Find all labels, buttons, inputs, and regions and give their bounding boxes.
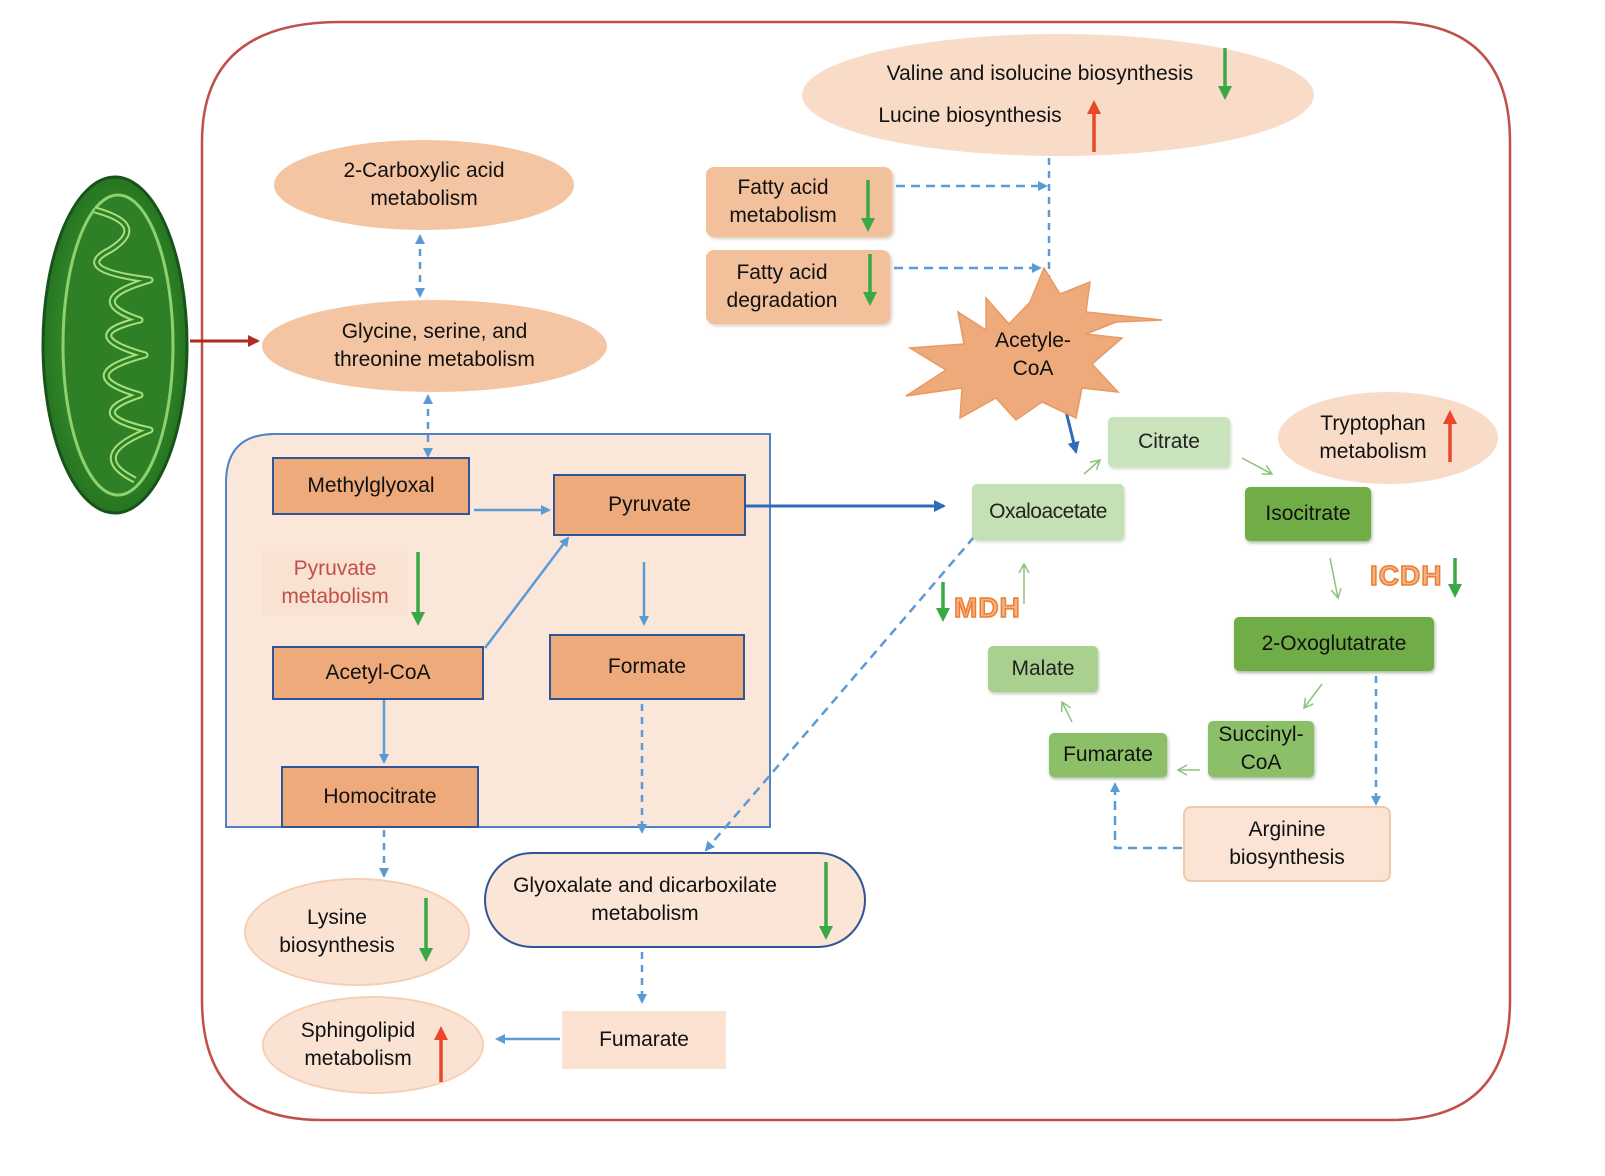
fatty-acid-metabolism-label: Fatty acid metabolism	[729, 174, 836, 230]
oxoglutarate-node: 2-Oxoglutatrate	[1234, 617, 1434, 671]
mitochondrion-icon	[41, 175, 189, 515]
tryptophan-label-line-1: Tryptophan	[1320, 412, 1426, 435]
succinyl-coa-label: Succinyl- CoA	[1218, 721, 1303, 777]
pyruvate-metabolism-label: Pyruvate metabolism	[281, 555, 388, 611]
fatty-acid-degradation-node: Fatty acid degradation	[706, 250, 890, 324]
icdh-enzyme-label: ICDH	[1369, 559, 1443, 592]
tryptophan-label: Tryptophan metabolism	[1319, 410, 1426, 466]
arginine-label-line-2: biosynthesis	[1229, 846, 1345, 869]
acetyl-coa-node: Acetyl-CoA	[272, 646, 484, 700]
isocitrate-label: Isocitrate	[1265, 502, 1351, 525]
homocitrate-label: Homocitrate	[323, 785, 437, 808]
succinyl-coa-label-line-2: CoA	[1240, 751, 1282, 774]
glycine-label-line-2: threonine metabolism	[334, 348, 535, 371]
isocitrate-node: Isocitrate	[1245, 487, 1371, 541]
carboxylic-acid-metabolism: 2-Carboxylic acid metabolism	[274, 140, 574, 230]
tryptophan-metabolism: Tryptophan metabolism	[1278, 392, 1498, 484]
acetyle-coa-star-label: Acetyle- CoA	[995, 327, 1071, 383]
sphingolipid-label-line-2: metabolism	[304, 1047, 412, 1070]
glycine-serine-threonine-metabolism: Glycine, serine, and threonine metabolism	[262, 300, 607, 392]
pyruvate-metabolism-label-box: Pyruvate metabolism	[262, 551, 408, 615]
fumarate-tca-node: Fumarate	[1049, 733, 1167, 777]
arginine-biosynthesis-node: Arginine biosynthesis	[1183, 806, 1391, 882]
succinyl-coa-node: Succinyl- CoA	[1208, 721, 1314, 777]
acetyle-coa-star-label-line-2: CoA	[1012, 357, 1054, 380]
lysine-label-line-2: biosynthesis	[279, 934, 395, 957]
fatty-acid-metabolism-label-line-2: metabolism	[729, 204, 837, 227]
methylglyoxal-node: Methylglyoxal	[272, 457, 470, 515]
oxaloacetate-node: Oxaloacetate	[972, 484, 1124, 540]
fatty-acid-metabolism-label-line-1: Fatty acid	[737, 176, 829, 199]
succinyl-coa-label-line-1: Succinyl-	[1218, 723, 1304, 746]
fatty-acid-degradation-label: Fatty acid degradation	[727, 259, 838, 315]
methylglyoxal-label: Methylglyoxal	[307, 474, 435, 497]
fumarate-bottom-node: Fumarate	[562, 1011, 726, 1069]
valine-label-box: Valine and isolucine biosynthesis	[860, 58, 1220, 90]
arginine-label: Arginine biosynthesis	[1229, 816, 1345, 872]
glycine-label: Glycine, serine, and threonine metabolism	[334, 318, 535, 374]
glyoxalate-dicarboxilate-metabolism: Glyoxalate and dicarboxilate metabolism	[484, 852, 866, 948]
glycine-label-line-1: Glycine, serine, and	[341, 320, 528, 343]
fumarate-bottom-label: Fumarate	[599, 1028, 689, 1051]
tryptophan-label-line-2: metabolism	[1319, 440, 1427, 463]
formate-label: Formate	[607, 655, 687, 678]
valine-lucine-biosynthesis	[802, 34, 1314, 156]
oxoglutarate-label: 2-Oxoglutatrate	[1261, 632, 1407, 655]
carboxylic-label: 2-Carboxylic acid metabolism	[343, 157, 504, 213]
fumarate-tca-label: Fumarate	[1063, 743, 1153, 766]
acetyle-coa-star-label-line-1: Acetyle-	[995, 329, 1071, 352]
malate-node: Malate	[988, 646, 1098, 692]
fatty-acid-metabolism-node: Fatty acid metabolism	[706, 167, 892, 237]
fatty-acid-degradation-label-line-2: degradation	[726, 289, 838, 312]
sphingolipid-label-line-1: Sphingolipid	[300, 1019, 416, 1042]
arginine-label-line-1: Arginine	[1248, 818, 1326, 841]
sphingolipid-label: Sphingolipid metabolism	[301, 1017, 415, 1073]
lucine-label-box: Lucine biosynthesis	[860, 100, 1080, 132]
oxaloacetate-label: Oxaloacetate	[989, 500, 1107, 523]
acetyle-coa-star-label-box: Acetyle- CoA	[970, 326, 1096, 384]
valine-label: Valine and isolucine biosynthesis	[886, 62, 1194, 85]
pyruvate-label: Pyruvate	[608, 493, 691, 516]
pyruvate-metabolism-label-line-2: metabolism	[281, 585, 389, 608]
formate-node: Formate	[549, 634, 745, 700]
acetyl-coa-label: Acetyl-CoA	[325, 661, 431, 684]
lysine-label: Lysine biosynthesis	[279, 904, 395, 960]
carboxylic-label-line-2: metabolism	[370, 187, 478, 210]
pyruvate-metabolism-label-line-1: Pyruvate	[293, 557, 377, 580]
fatty-acid-degradation-label-line-1: Fatty acid	[736, 261, 828, 284]
citrate-node: Citrate	[1108, 417, 1230, 467]
malate-label: Malate	[1011, 657, 1075, 680]
glyoxalate-label: Glyoxalate and dicarboxilate metabolism	[513, 872, 777, 928]
mdh-enzyme-label: MDH	[953, 591, 1021, 624]
pyruvate-node: Pyruvate	[553, 474, 746, 536]
glyoxalate-label-line-1: Glyoxalate and dicarboxilate	[513, 874, 777, 897]
citrate-label: Citrate	[1138, 430, 1200, 453]
lucine-label: Lucine biosynthesis	[878, 104, 1062, 127]
lysine-biosynthesis: Lysine biosynthesis	[244, 878, 470, 986]
glyoxalate-label-line-2: metabolism	[591, 902, 699, 925]
homocitrate-node: Homocitrate	[281, 766, 479, 828]
lysine-label-line-1: Lysine	[307, 906, 367, 929]
sphingolipid-metabolism: Sphingolipid metabolism	[262, 996, 484, 1094]
cell-membrane	[200, 20, 1512, 1122]
carboxylic-label-line-1: 2-Carboxylic acid	[343, 159, 505, 182]
